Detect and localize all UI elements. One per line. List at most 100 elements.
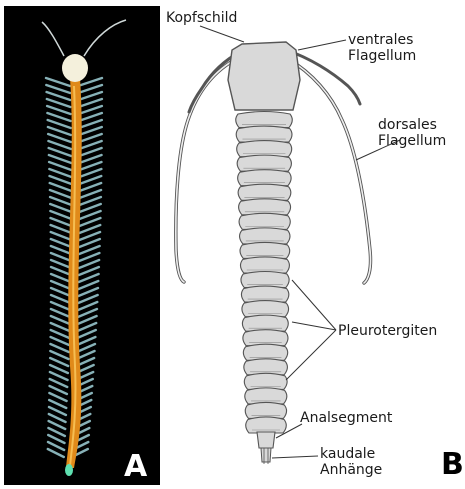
photo-leg <box>51 309 70 317</box>
drawing-pleurotergite <box>245 388 287 404</box>
drawing-pleurotergite <box>237 155 291 171</box>
drawing-pleurotergite <box>240 228 290 244</box>
photo-leg <box>79 155 101 163</box>
photo-leg <box>50 379 68 387</box>
drawing-pleurotergite <box>245 402 286 418</box>
drawing-flagellum-dorsal-right-fill <box>287 58 371 283</box>
photo-leg <box>49 407 66 415</box>
drawing-pleurotergite <box>244 359 288 375</box>
photo-leg <box>51 288 70 296</box>
photo-leg <box>49 148 71 156</box>
label-caudal-appendages: kaudale Anhänge <box>320 446 382 478</box>
label-pleurotergiten: Pleurotergiten <box>338 323 437 339</box>
photo-leg <box>47 106 70 114</box>
photo-leg <box>78 99 102 107</box>
photo-leg <box>80 204 101 212</box>
drawing-anal-segment <box>257 432 275 448</box>
photo-leg <box>79 260 99 268</box>
photo-leg <box>47 113 70 121</box>
photo-leg <box>79 232 100 240</box>
drawing-pleurotergite <box>243 330 288 346</box>
photo-leg <box>51 323 70 331</box>
photo-leg <box>51 232 72 240</box>
leader-pleurotergiten <box>292 280 336 330</box>
photo-leg <box>79 190 101 198</box>
specimen-drawing: Kopfschild ventrales Flagellum dorsales … <box>160 0 465 489</box>
photo-leg <box>51 260 71 268</box>
photo-leg <box>50 204 71 212</box>
photo-leg <box>79 120 102 128</box>
photo-leg <box>51 295 70 303</box>
panel-letter-b: B <box>441 450 464 480</box>
drawing-pleurotergite <box>238 184 291 200</box>
photo-leg <box>51 225 72 233</box>
photo-antenna-left <box>42 22 64 56</box>
photo-leg <box>47 92 71 100</box>
photo-leg <box>50 197 71 205</box>
leader-ventral-flagellum <box>298 40 346 50</box>
photo-leg <box>47 99 71 107</box>
drawing-pleurotergite <box>236 112 293 128</box>
photo-leg <box>51 239 72 247</box>
photo-head <box>62 54 88 82</box>
photo-leg <box>79 169 101 177</box>
photo-leg <box>50 358 68 366</box>
photo-leg <box>51 253 71 261</box>
specimen-photo: A <box>4 6 160 485</box>
photo-leg <box>48 141 71 149</box>
drawing-pleurotergite <box>242 315 288 331</box>
leader-kopfschild <box>200 26 244 42</box>
label-kopfschild: Kopfschild <box>166 10 237 26</box>
drawing-pleurotergite <box>246 417 287 433</box>
photo-leg <box>79 106 102 114</box>
photo-antenna-right <box>84 20 126 56</box>
photo-leg <box>79 239 100 247</box>
photo-leg <box>49 400 66 408</box>
photo-leg <box>50 344 68 352</box>
photo-leg <box>79 225 100 233</box>
leader-pleurotergiten <box>286 330 336 380</box>
photo-leg <box>51 316 70 324</box>
photo-leg <box>50 211 71 219</box>
photo-leg <box>79 211 100 219</box>
photo-leg <box>51 337 69 345</box>
photo-leg <box>50 190 72 198</box>
photo-leg <box>49 393 66 401</box>
photo-leg <box>50 218 71 226</box>
photo-leg <box>79 246 99 254</box>
photo-leg <box>79 134 102 142</box>
photo-leg <box>78 85 102 93</box>
leader-caudal-appendages <box>272 456 318 458</box>
photo-leg <box>50 351 68 359</box>
photo-leg <box>48 449 64 457</box>
photo-tail <box>65 464 73 476</box>
photo-leg <box>48 442 64 450</box>
photo-leg <box>50 176 72 184</box>
drawing-flagellum-dorsal-left-fill <box>176 58 238 282</box>
drawing-pleurotergite <box>240 242 290 258</box>
photo-leg <box>50 365 68 373</box>
drawing-pleurotergite <box>239 213 290 229</box>
photo-leg <box>51 246 71 254</box>
drawing-pleurotergite <box>238 170 291 186</box>
photo-leg <box>79 197 100 205</box>
photo-leg <box>79 141 102 149</box>
label-analsegment: Analsegment <box>300 410 392 426</box>
drawing-pleurotergite <box>240 257 289 273</box>
label-ventral-flagellum: ventrales Flagellum <box>348 32 416 64</box>
photo-leg <box>50 386 67 394</box>
photo-leg <box>79 253 99 261</box>
drawing-pleurotergite <box>236 126 292 142</box>
photo-leg <box>78 92 102 100</box>
photo-leg <box>79 183 101 191</box>
drawing-caudal-appendages <box>261 448 271 462</box>
photo-leg <box>79 176 101 184</box>
photo-leg <box>49 421 66 429</box>
photo-leg <box>49 162 71 170</box>
photo-leg <box>46 85 70 93</box>
drawing-pleurotergite <box>237 141 292 157</box>
drawing-flagellum-dorsal-left <box>176 58 238 282</box>
photo-leg <box>48 127 71 135</box>
drawing-pleurotergite <box>242 301 289 317</box>
drawing-pleurotergite <box>241 286 288 302</box>
